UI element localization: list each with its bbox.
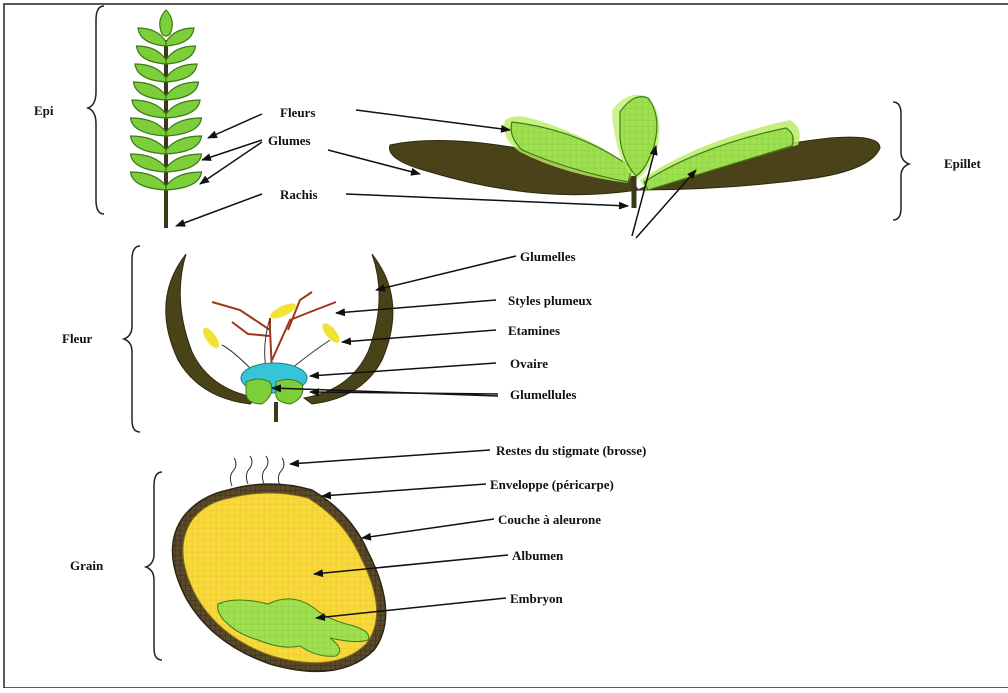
group-label-epi: Epi bbox=[34, 103, 54, 118]
label-enveloppe: Enveloppe (péricarpe) bbox=[490, 477, 614, 492]
leader-glumelles-flower bbox=[376, 256, 516, 290]
epillet-brace bbox=[893, 102, 909, 220]
label-glumellules: Glumellules bbox=[510, 387, 576, 402]
ear-spikelet-leaf bbox=[135, 64, 166, 82]
leader-enveloppe bbox=[322, 484, 486, 496]
group-label-grain: Grain bbox=[70, 558, 104, 573]
ear-spikelet-leaf bbox=[166, 64, 197, 82]
ear-spikelet-leaf bbox=[131, 118, 167, 136]
label-glumes: Glumes bbox=[268, 133, 311, 148]
label-etamines: Etamines bbox=[508, 323, 560, 338]
leader-restes-stigmate bbox=[290, 450, 490, 464]
ear-spikelet-leaf bbox=[131, 172, 167, 190]
ear-spikelet-leaf bbox=[166, 154, 202, 172]
ear-spikelet-leaf bbox=[137, 46, 167, 64]
leader-etamines bbox=[342, 330, 496, 342]
ear-spikelet-leaf bbox=[166, 82, 199, 100]
ear-spikelet-leaf bbox=[166, 100, 200, 118]
ear-spikelet-leaf bbox=[132, 100, 166, 118]
ear-spikelet-leaf bbox=[131, 154, 167, 172]
ear-tip-leaf bbox=[160, 10, 173, 36]
flower-styles bbox=[212, 292, 336, 372]
label-glumelles: Glumelles bbox=[520, 249, 576, 264]
leader-styles-plumeux bbox=[336, 300, 496, 313]
ear-spikelet-leaf bbox=[134, 82, 167, 100]
label-embryon: Embryon bbox=[510, 591, 564, 606]
leader-glumes-ear-1 bbox=[202, 140, 262, 160]
grain-stigma-hairs bbox=[230, 456, 284, 486]
leader-fleurs-spikelet bbox=[356, 110, 510, 130]
leader-fleurs-ear bbox=[208, 114, 262, 138]
leader-glumes-ear-2 bbox=[200, 142, 262, 184]
ear-spikelet-leaf bbox=[166, 118, 202, 136]
leader-glumellules-2 bbox=[272, 388, 498, 396]
leader-ovaire bbox=[310, 363, 496, 376]
label-fleurs: Fleurs bbox=[280, 105, 315, 120]
label-restes-stigmate: Restes du stigmate (brosse) bbox=[496, 443, 646, 458]
flower-illustration bbox=[166, 254, 393, 422]
grain-brace bbox=[146, 472, 162, 660]
flower-anther-left bbox=[200, 325, 222, 350]
flower-glumellule-right bbox=[276, 379, 303, 404]
epi-brace bbox=[88, 6, 104, 214]
flower-glumelle-right bbox=[304, 254, 393, 404]
label-ovaire: Ovaire bbox=[510, 356, 548, 371]
leader-rachis-ear bbox=[176, 194, 262, 226]
ear-spikelet-leaf bbox=[166, 136, 202, 154]
ear-spikelet-leaf bbox=[166, 172, 202, 190]
leader-rachis-spikelet bbox=[346, 194, 628, 206]
label-rachis: Rachis bbox=[280, 187, 318, 202]
label-couche-aleurone: Couche à aleurone bbox=[498, 512, 601, 527]
spikelet-illustration bbox=[390, 95, 881, 208]
label-albumen: Albumen bbox=[512, 548, 564, 563]
label-styles-plumeux: Styles plumeux bbox=[508, 293, 593, 308]
group-label-epillet: Epillet bbox=[944, 156, 982, 171]
flower-glumellule-left bbox=[246, 379, 272, 404]
fleur-brace bbox=[124, 246, 140, 432]
ear-spikelet-leaf bbox=[166, 46, 196, 64]
grain-illustration bbox=[172, 456, 385, 671]
group-label-fleur: Fleur bbox=[62, 331, 93, 346]
leader-couche-aleurone bbox=[362, 519, 494, 538]
flower-anther-right bbox=[319, 321, 342, 346]
wheat-ear-illustration bbox=[131, 10, 202, 228]
ear-spikelet-leaf bbox=[131, 136, 167, 154]
